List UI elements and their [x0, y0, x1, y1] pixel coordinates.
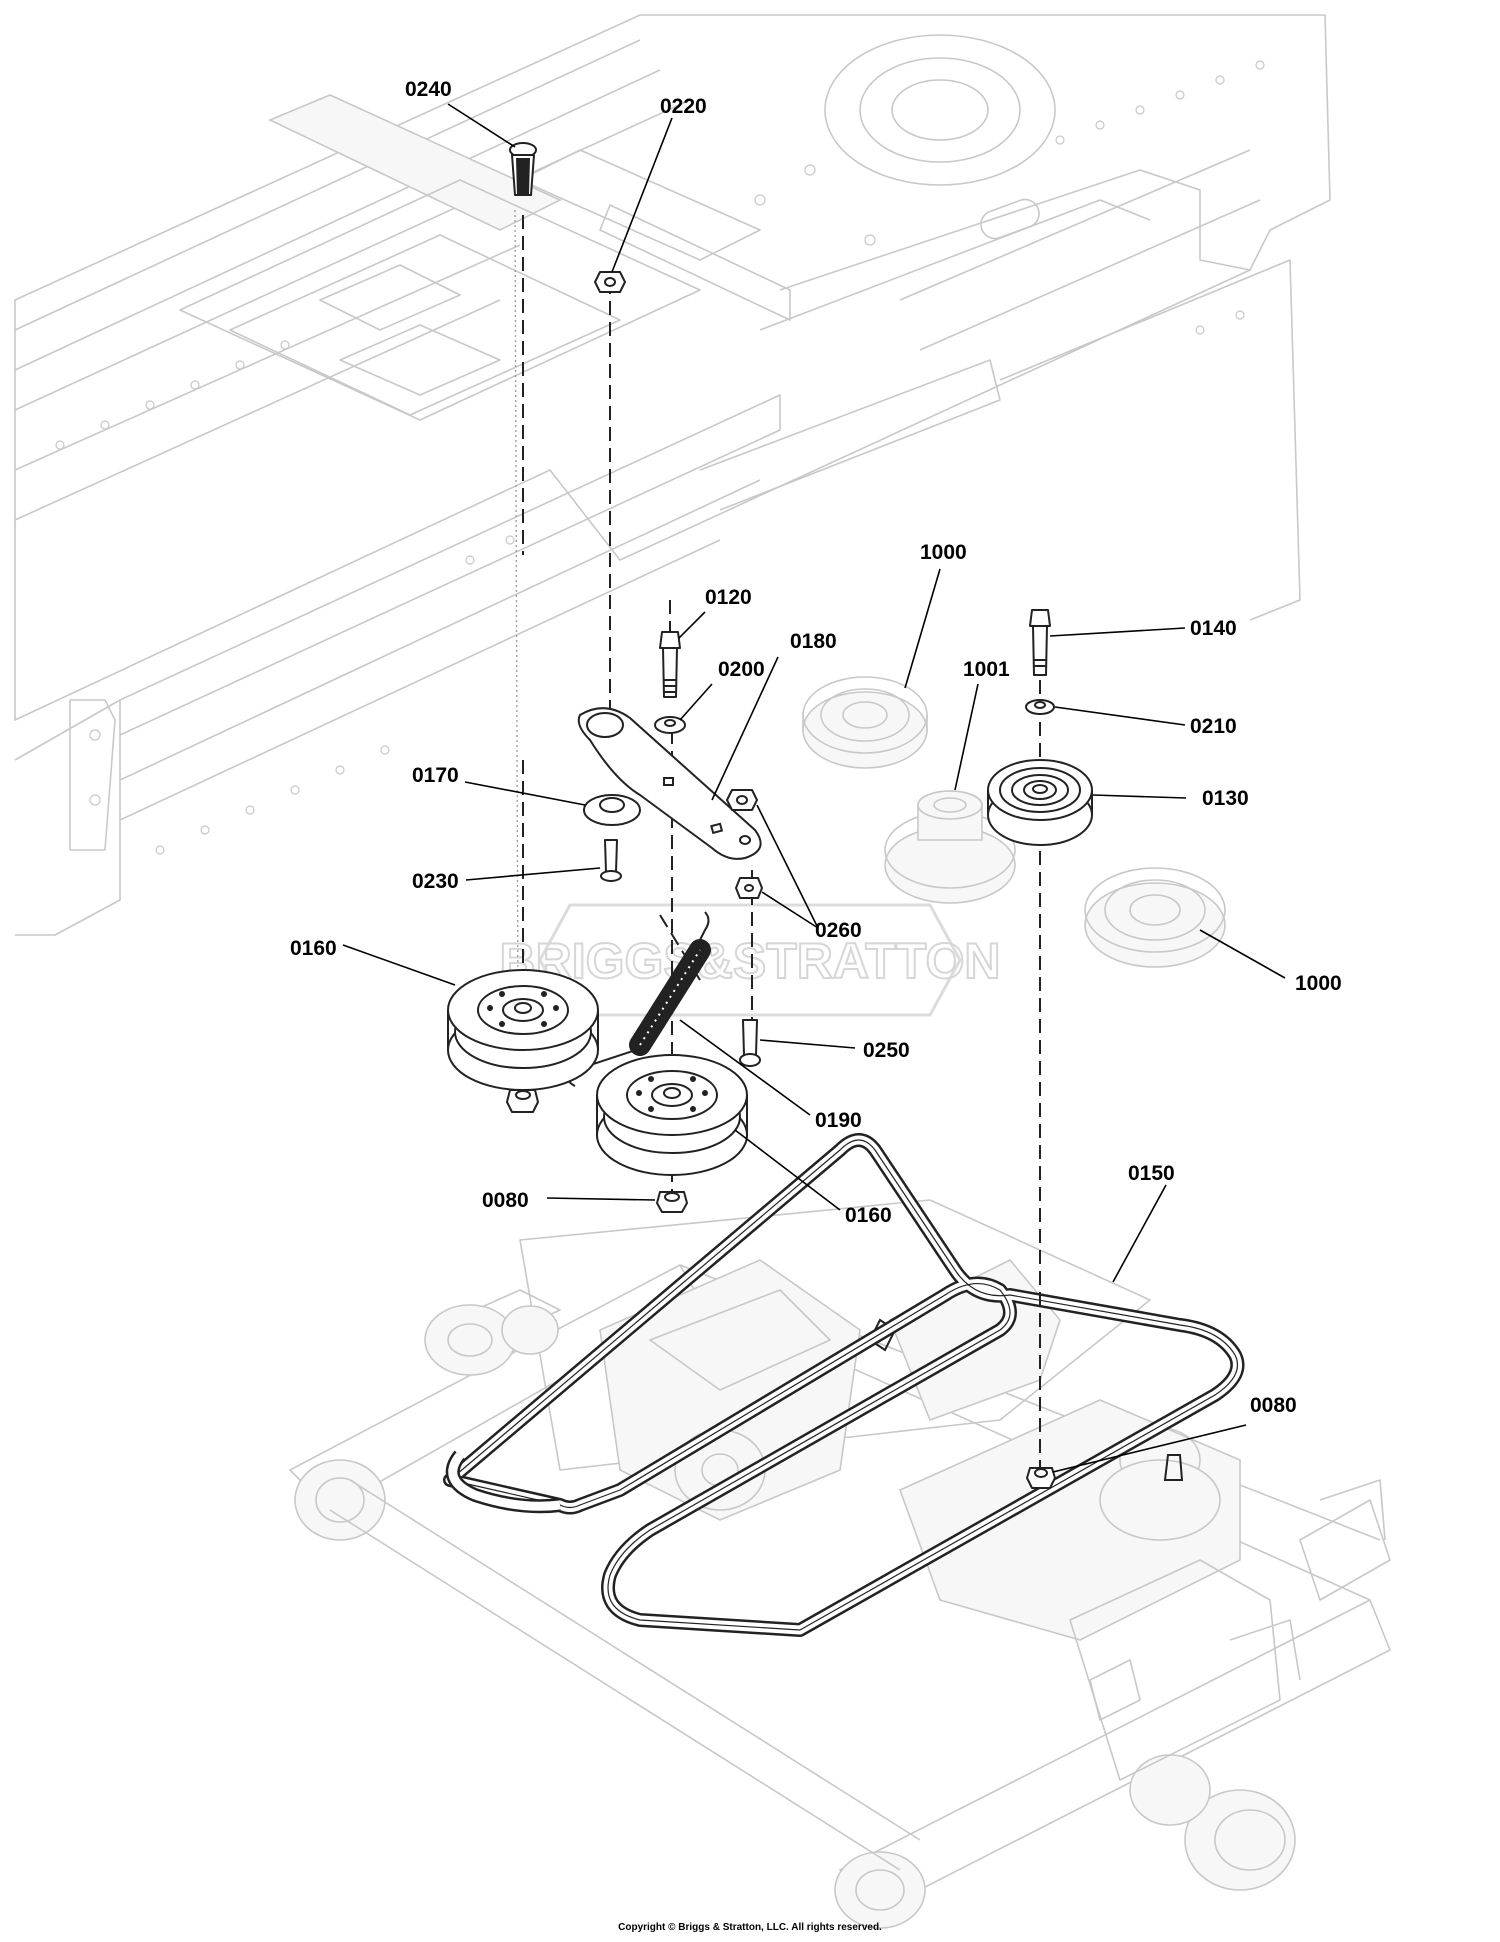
callout-0170: 0170: [412, 764, 459, 787]
upper-frame: [14, 14, 1331, 936]
watermark-text: BRIGGS&STRATTON: [500, 933, 1001, 989]
bolt-0240: [509, 142, 537, 196]
callout-0250: 0250: [863, 1039, 910, 1062]
callout-1000-top: 1000: [920, 541, 967, 564]
pulley-option-1001: [884, 790, 1016, 904]
nut-0260-lower: [735, 877, 763, 899]
nut-0080-right: [1026, 1467, 1056, 1489]
callout-0190: 0190: [815, 1109, 862, 1132]
drive-belt: [443, 1133, 1245, 1637]
nut-0220: [594, 271, 626, 293]
callout-0160-right: 0160: [845, 1204, 892, 1227]
callout-1000-bottom: 1000: [1295, 972, 1342, 995]
callout-0240: 0240: [405, 78, 452, 101]
nut-0260-upper: [726, 789, 758, 811]
callout-0230: 0230: [412, 870, 459, 893]
nut-0080-left: [506, 1089, 539, 1113]
bolt-0230: [600, 839, 622, 882]
bolt-0120: [659, 631, 681, 698]
callout-0210: 0210: [1190, 715, 1237, 738]
callout-0140: 0140: [1190, 617, 1237, 640]
callout-0180: 0180: [790, 630, 837, 653]
bolt-0140: [1029, 609, 1051, 676]
callout-1001: 1001: [963, 658, 1010, 681]
washer-0200: [654, 716, 686, 734]
washer-0210: [1025, 699, 1055, 715]
callout-0260: 0260: [815, 919, 862, 942]
watermark-logo: BRIGGS&STRATTON: [499, 903, 1001, 1017]
bolt-0250: [739, 1019, 761, 1067]
pulley-option-1000-bottom: [1084, 867, 1226, 968]
callout-0130: 0130: [1202, 787, 1249, 810]
lower-frame: [289, 1199, 1391, 1929]
callout-0220: 0220: [660, 95, 707, 118]
nut-0080-center: [656, 1191, 688, 1213]
pulley-0160-right: [596, 1054, 748, 1176]
callout-0160-left: 0160: [290, 937, 337, 960]
pulley-option-1000-top: [802, 676, 928, 769]
callout-0200: 0200: [718, 658, 765, 681]
idler-arm-0180: [577, 707, 762, 860]
callout-labels: 0240 0220 1000 0120 0180 0200 0140 1001 …: [290, 78, 1342, 1417]
pulley-0160-left: [447, 969, 599, 1091]
washer-0170: [583, 794, 641, 826]
copyright-notice: Copyright © Briggs & Stratton, LLC. All …: [618, 1922, 882, 1933]
callout-0120: 0120: [705, 586, 752, 609]
callout-0150: 0150: [1128, 1162, 1175, 1185]
pulley-0130: [987, 759, 1093, 846]
callout-0080-left: 0080: [482, 1189, 529, 1212]
leader-lines: [342, 103, 1286, 1473]
callout-0080-right: 0080: [1250, 1394, 1297, 1417]
